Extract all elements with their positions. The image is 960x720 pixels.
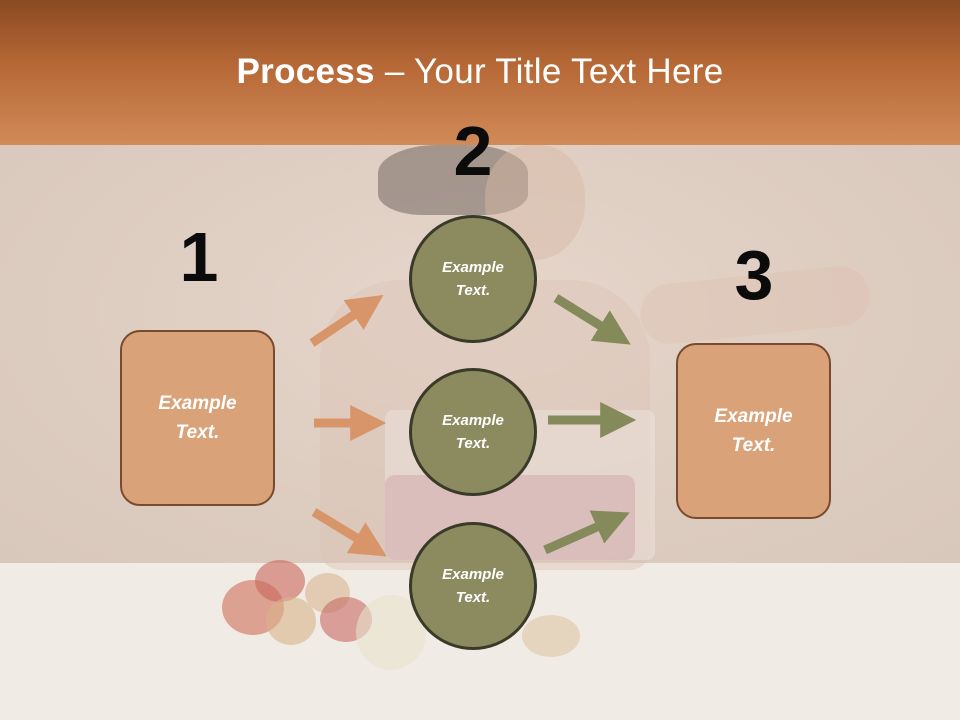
- arrow-to-circle-1: [309, 294, 384, 347]
- title-bold: Process: [236, 52, 375, 91]
- photo-tomato: [255, 560, 305, 602]
- step-circle-3[interactable]: Example Text.: [409, 522, 537, 650]
- title-rest: – Your Title Text Here: [374, 52, 724, 91]
- photo-hair: [378, 145, 528, 215]
- step-circle-3-text: Example Text.: [442, 566, 504, 606]
- step-box-1[interactable]: Example Text.: [120, 330, 275, 506]
- step-box-3[interactable]: Example Text.: [676, 343, 831, 519]
- photo-onion: [266, 597, 316, 645]
- step-box-3-text: Example Text.: [714, 406, 793, 456]
- slide-title: Process – Your Title Text Here: [0, 52, 960, 92]
- step-circle-1-text: Example Text.: [442, 259, 504, 299]
- title-bar: Process – Your Title Text Here: [0, 0, 960, 145]
- arrow-to-circle-3: [311, 508, 387, 557]
- step-number-3: 3: [734, 236, 774, 314]
- arrow-from-circle-1: [553, 294, 631, 345]
- step-circle-2[interactable]: Example Text.: [409, 368, 537, 496]
- step-number-1: 1: [179, 218, 219, 296]
- step-number-2: 2: [453, 112, 493, 190]
- step-circle-2-text: Example Text.: [442, 412, 504, 452]
- arrow-from-circle-3: [543, 510, 630, 555]
- step-box-1-text: Example Text.: [158, 393, 237, 443]
- photo-onion: [522, 615, 580, 657]
- step-circle-1[interactable]: Example Text.: [409, 215, 537, 343]
